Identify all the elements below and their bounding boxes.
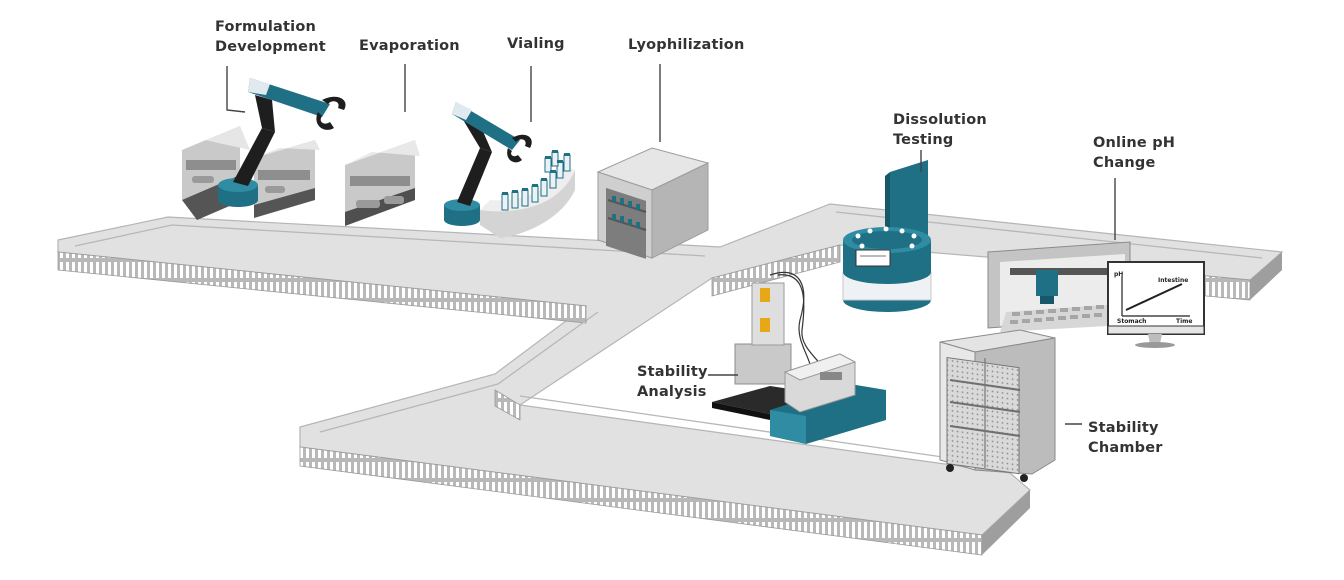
ph-trend-line [1125, 283, 1183, 311]
formulation-label-line1: Formulation [215, 19, 316, 35]
conveyor-side-left [57, 251, 587, 324]
lyophilization-station [596, 147, 710, 259]
conveyor-side-right [982, 490, 1030, 555]
online-ph-station: pH Time Stomach Intestine [987, 241, 1205, 348]
conveyor-belt [57, 203, 1284, 556]
dissolution-station [842, 160, 932, 312]
formulation-robot-arm [218, 78, 346, 207]
ph-dispenser-head [1036, 270, 1058, 304]
ph-well-plate [1000, 304, 1125, 332]
conveyor-side-far-right [1250, 252, 1282, 300]
formulation-instrument-right [254, 140, 320, 218]
stability-analyzer-base [770, 384, 886, 444]
ph-monitor: pH Time Stomach Intestine [1107, 261, 1205, 348]
stability-analyzer-unit [783, 353, 857, 413]
lyophilization-label: Lyophilization [628, 37, 745, 53]
evaporation-label: Evaporation [359, 38, 460, 54]
online-ph-label-line2: Change [1093, 155, 1156, 171]
conveyor-side-inner [494, 389, 521, 421]
stability-analysis-label-line1: Stability [637, 364, 708, 380]
stability-chamber-station [939, 329, 1056, 482]
vialing-robot-arm [444, 102, 532, 226]
ph-axis-label: pH [1114, 271, 1123, 278]
leader-lines [226, 64, 1116, 425]
ph-intestine-label: Intestine [1158, 277, 1188, 284]
dissolution-display [855, 249, 891, 267]
conveyor-side-middle [711, 244, 841, 297]
lyophilization-shelves [607, 196, 647, 231]
dissolution-label-line1: Dissolution [893, 112, 987, 128]
stability-analysis-label-line2: Analysis [637, 384, 707, 400]
ph-stomach-label: Stomach [1117, 318, 1146, 325]
stability-analysis-station [712, 271, 886, 444]
stability-chamber-label-line2: Chamber [1088, 440, 1163, 456]
ph-time-label: Time [1176, 318, 1192, 325]
evaporation-station [345, 140, 420, 226]
vial-tray [480, 150, 575, 238]
formulation-label-line2: Development [215, 39, 326, 55]
online-ph-label-line1: Online pH [1093, 135, 1175, 151]
conveyor-guide-line [74, 211, 1263, 467]
vialing-station [444, 102, 575, 238]
formulation-station [182, 78, 346, 220]
vials [501, 151, 571, 211]
vialing-label: Vialing [507, 36, 565, 52]
dissolution-label-line2: Testing [893, 132, 953, 148]
stability-chamber-label-line1: Stability [1088, 420, 1159, 436]
